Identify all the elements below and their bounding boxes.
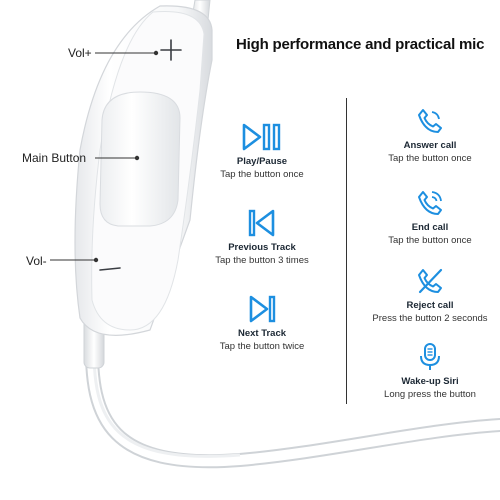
feature-description: Tap the button once bbox=[388, 235, 472, 246]
feature-next-track: Next Track Tap the button twice bbox=[187, 294, 337, 352]
feature-title: End call bbox=[411, 222, 449, 233]
feature-description: Long press the button bbox=[384, 389, 476, 400]
next-track-icon bbox=[249, 295, 276, 323]
main-button-dot bbox=[134, 155, 140, 161]
vol-down-label: Vol- bbox=[26, 254, 47, 268]
answer-call-icon bbox=[418, 109, 442, 133]
feature-answer-call: Answer call Tap the button once bbox=[355, 106, 500, 164]
main-button[interactable] bbox=[99, 91, 181, 227]
feature-title: Previous Track bbox=[228, 242, 296, 253]
main-button-label: Main Button bbox=[22, 151, 87, 165]
microphone-icon bbox=[420, 343, 440, 370]
feature-title: Play/Pause bbox=[236, 156, 288, 167]
feature-description: Tap the button 3 times bbox=[215, 255, 309, 266]
end-call-icon bbox=[418, 191, 442, 215]
feature-description: Press the button 2 seconds bbox=[372, 313, 488, 324]
feature-description: Tap the button twice bbox=[219, 341, 305, 352]
vol-down-dot bbox=[93, 257, 99, 263]
previous-track-icon bbox=[248, 209, 275, 237]
feature-title: Wake-up Siri bbox=[401, 376, 459, 387]
headline: High performance and practical mic bbox=[236, 36, 485, 53]
vol-down-minus-sign bbox=[99, 267, 121, 271]
feature-previous-track: Previous Track Tap the button 3 times bbox=[187, 208, 337, 266]
feature-description: Tap the button once bbox=[388, 153, 472, 164]
feature-wake-up-siri: Wake-up Siri Long press the button bbox=[355, 342, 500, 400]
feature-title: Answer call bbox=[403, 140, 457, 151]
play-pause-icon bbox=[242, 123, 281, 151]
feature-title: Next Track bbox=[237, 328, 287, 339]
feature-description: Tap the button once bbox=[220, 169, 304, 180]
vol-up-label: Vol+ bbox=[68, 46, 92, 60]
callout-lines bbox=[50, 52, 155, 261]
feature-play-pause: Play/Pause Tap the button once bbox=[187, 122, 337, 180]
vol-up-dot bbox=[153, 50, 159, 56]
feature-title: Reject call bbox=[406, 300, 454, 311]
feature-reject-call: Reject call Press the button 2 seconds bbox=[355, 266, 500, 324]
column-divider bbox=[346, 98, 347, 404]
feature-end-call: End call Tap the button once bbox=[355, 188, 500, 246]
reject-call-icon bbox=[418, 268, 443, 294]
vol-up-plus-sign bbox=[160, 39, 182, 61]
